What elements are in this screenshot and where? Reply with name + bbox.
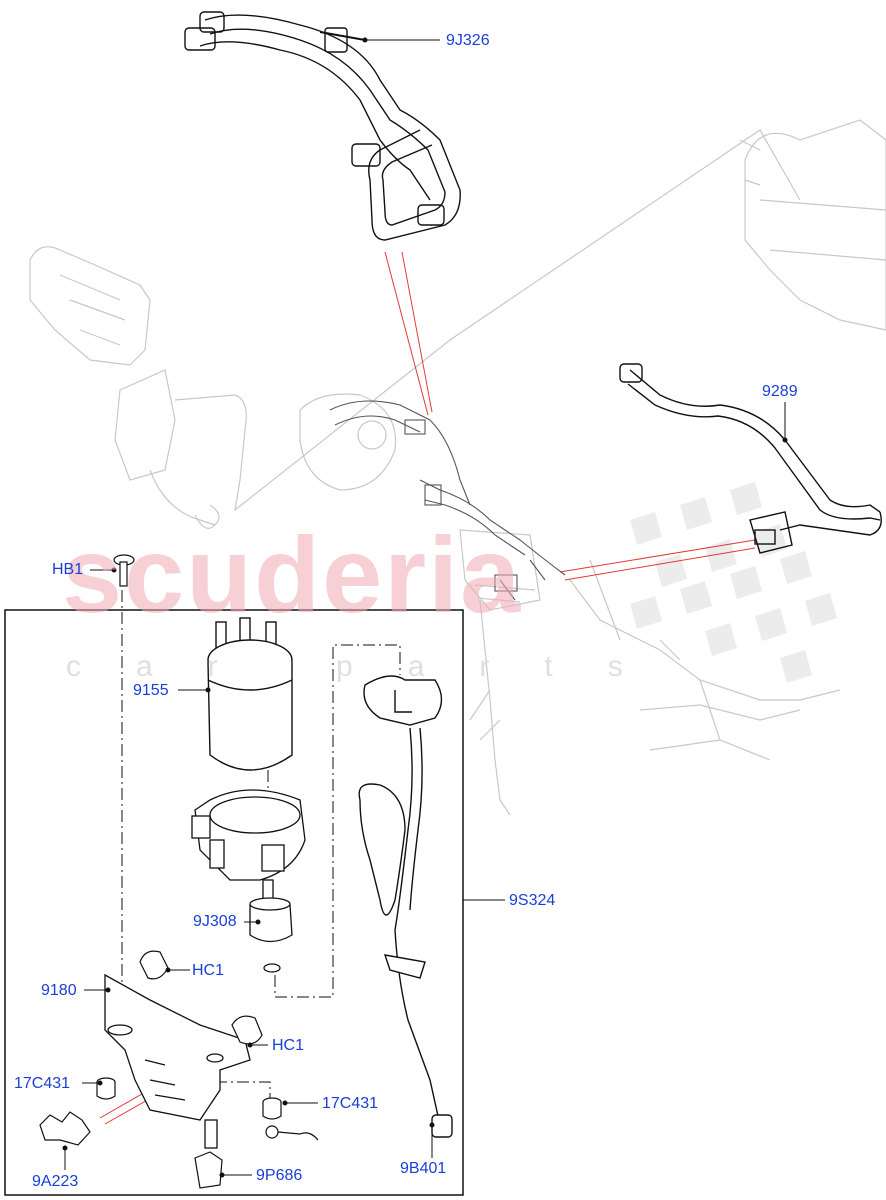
bolt-HB1 (113, 554, 135, 587)
pump-assembly-midground (329, 400, 566, 601)
fuel-filter-9155 (207, 617, 293, 771)
callout-9B401[interactable]: 9B401 (400, 1160, 447, 1177)
valve-9J308 (249, 879, 293, 973)
filter-bracket (191, 789, 306, 881)
harness-9S324 (358, 675, 453, 1138)
ring-terminal (265, 1125, 319, 1141)
callout-leaders (62, 37, 788, 1178)
checkered-flag-watermark (630, 482, 837, 683)
callout-9155[interactable]: 9155 (133, 682, 169, 699)
callout-9A223[interactable]: 9A223 (32, 1173, 79, 1190)
grommet-17C431-left (96, 1077, 116, 1100)
fuel-line-9J326 (184, 11, 461, 241)
callout-9S324[interactable]: 9S324 (509, 892, 556, 909)
clip-HC1-bottom (231, 1015, 263, 1045)
component-frame (4, 609, 464, 1196)
callout-9180[interactable]: 9180 (41, 982, 77, 999)
assembly-lines (121, 590, 401, 1100)
callout-17C431-right[interactable]: 17C431 (322, 1095, 379, 1112)
callout-HC1-top[interactable]: HC1 (192, 962, 225, 979)
bracket-9180 (104, 973, 251, 1149)
grommet-17C431-right (262, 1097, 282, 1120)
callout-9J308[interactable]: 9J308 (193, 913, 237, 930)
callout-HB1[interactable]: HB1 (52, 561, 84, 578)
fuel-pipe-9289 (619, 363, 882, 554)
ghost-engine-background (29, 119, 886, 816)
callout-9289[interactable]: 9289 (762, 383, 798, 400)
connector-9P686 (194, 1151, 223, 1189)
callout-9P686[interactable]: 9P686 (256, 1167, 303, 1184)
callout-9J326[interactable]: 9J326 (446, 32, 490, 49)
clip-9A223 (39, 1111, 91, 1146)
clip-HC1-top (139, 950, 169, 980)
callout-HC1-bottom[interactable]: HC1 (272, 1037, 305, 1054)
callout-17C431-left[interactable]: 17C431 (14, 1075, 71, 1092)
